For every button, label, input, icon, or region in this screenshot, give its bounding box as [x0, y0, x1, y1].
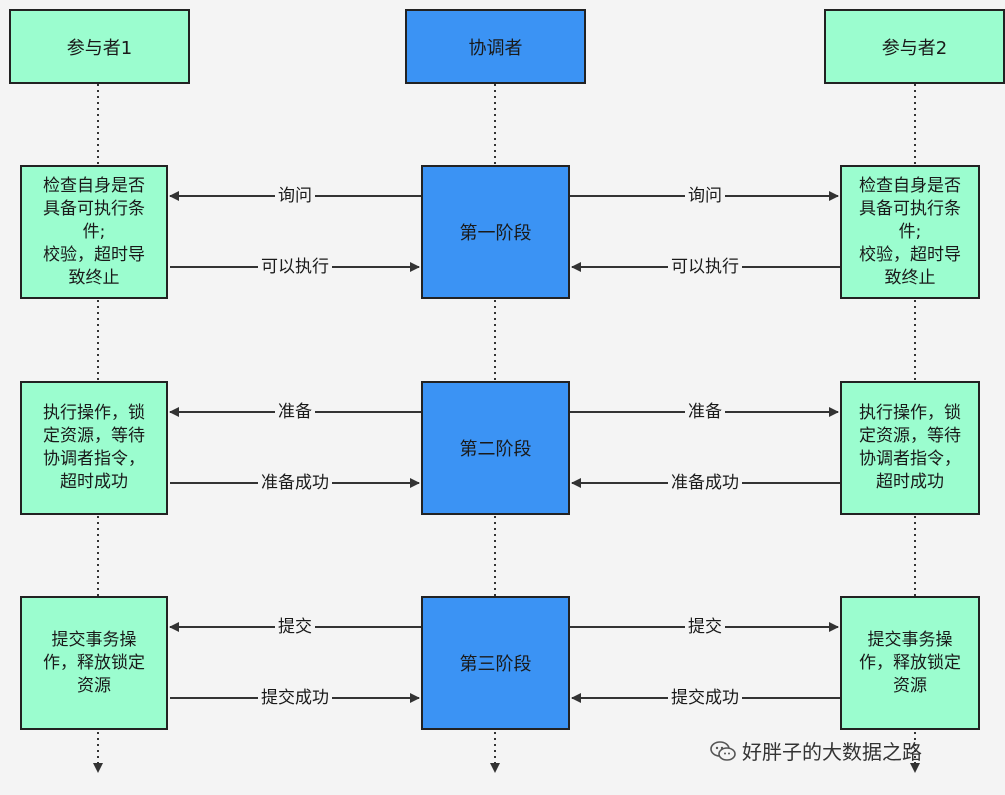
phase-3-label: 第三阶段	[459, 654, 532, 675]
p1-note-text: 执行操作，锁 定资源，等待 协调者指令， 超时成功	[43, 403, 145, 492]
participant-2-header: 参与者2	[824, 9, 1005, 84]
p2-note-phase-2: 执行操作，锁 定资源，等待 协调者指令， 超时成功	[840, 381, 980, 515]
p1-note-phase-3: 提交事务操 作，释放锁定 资源	[20, 596, 168, 730]
p1-note-phase-2: 执行操作，锁 定资源，等待 协调者指令， 超时成功	[20, 381, 168, 515]
p2-note-text: 检查自身是否 具备可执行条 件; 校验，超时导 致终止	[859, 175, 961, 288]
phase-1-label: 第一阶段	[459, 223, 532, 244]
wechat-icon	[710, 740, 736, 761]
p1-note-text: 检查自身是否 具备可执行条 件; 校验，超时导 致终止	[43, 175, 145, 288]
message-label: 提交	[685, 616, 725, 638]
p1-note-text: 提交事务操 作，释放锁定 资源	[43, 629, 145, 696]
message-label: 可以执行	[668, 256, 742, 278]
phase-3-box: 第三阶段	[421, 596, 570, 730]
message-label: 提交成功	[668, 687, 742, 709]
message-label: 准备成功	[258, 472, 332, 494]
phase-2-box: 第二阶段	[421, 381, 570, 515]
coordinator-label: 协调者	[468, 37, 523, 59]
p2-note-phase-3: 提交事务操 作，释放锁定 资源	[840, 596, 980, 730]
p2-note-text: 提交事务操 作，释放锁定 资源	[859, 629, 961, 696]
message-label: 询问	[685, 185, 725, 207]
coordinator-header: 协调者	[405, 9, 586, 84]
p1-note-phase-1: 检查自身是否 具备可执行条 件; 校验，超时导 致终止	[20, 165, 168, 299]
phase-1-box: 第一阶段	[421, 165, 570, 299]
participant-1-header: 参与者1	[9, 9, 190, 84]
watermark-text: 好胖子的大数据之路	[742, 740, 922, 764]
participant-1-label: 参与者1	[66, 37, 133, 59]
phase-2-label: 第二阶段	[459, 439, 532, 460]
message-label: 询问	[275, 185, 315, 207]
message-label: 准备成功	[668, 472, 742, 494]
message-label: 提交成功	[258, 687, 332, 709]
message-label: 提交	[275, 616, 315, 638]
participant-2-label: 参与者2	[881, 37, 948, 59]
message-label: 准备	[275, 401, 315, 423]
watermark: 好胖子的大数据之路	[710, 736, 922, 765]
p2-note-text: 执行操作，锁 定资源，等待 协调者指令， 超时成功	[859, 403, 961, 492]
p2-note-phase-1: 检查自身是否 具备可执行条 件; 校验，超时导 致终止	[840, 165, 980, 299]
message-label: 可以执行	[258, 256, 332, 278]
message-label: 准备	[685, 401, 725, 423]
